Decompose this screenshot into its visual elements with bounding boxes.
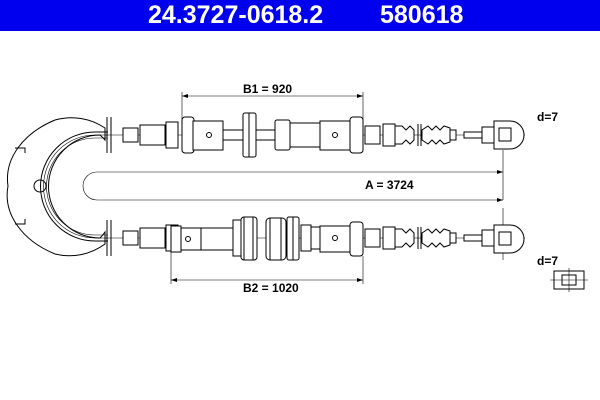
dimension-a-line — [82, 171, 503, 201]
dimension-b1-label: B1 = 920 — [243, 82, 292, 96]
dimension-b2-label: B2 = 1020 — [243, 281, 299, 295]
part-number: 24.3727-0618.2 — [148, 1, 324, 29]
mounting-plate — [6, 117, 106, 257]
lower-cable — [105, 216, 525, 261]
cable-bend — [40, 131, 108, 242]
eyelet-side-view-icon — [550, 268, 588, 292]
upper-cable — [105, 112, 525, 158]
d-bottom-label: d=7 — [537, 254, 558, 268]
dimension-a-label: A = 3724 — [365, 178, 414, 192]
plate-hole — [33, 179, 47, 193]
reference-number: 580618 — [380, 1, 464, 29]
dimension-b1 — [181, 92, 364, 120]
dimension-b2 — [170, 252, 364, 284]
header-bar: 24.3727-0618.2 580618 — [0, 0, 600, 31]
d-top-label: d=7 — [537, 110, 558, 124]
